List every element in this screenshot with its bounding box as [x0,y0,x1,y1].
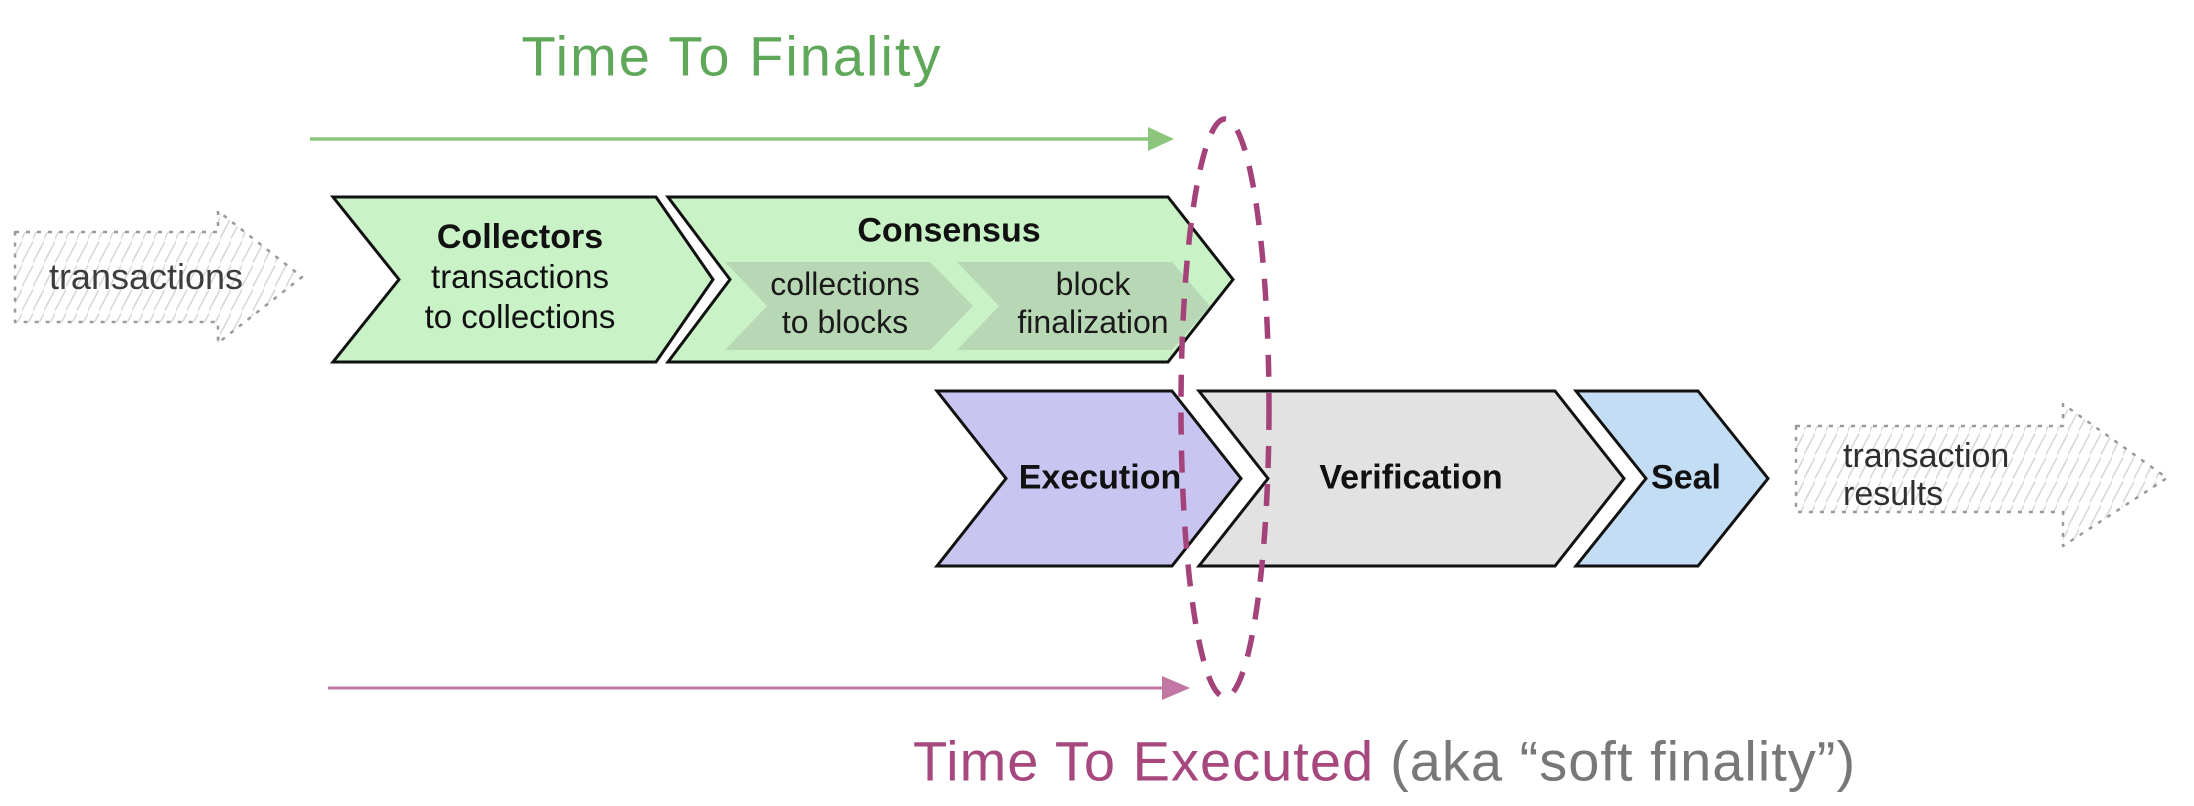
block-finalization-line2: finalization [1017,304,1169,340]
transactions-input-arrow [13,209,304,345]
block-finalization-line1: block [1055,266,1131,302]
soft-finality-note: (aka “soft finality”) [1390,729,1857,793]
collections-to-blocks-line1: collections [770,266,920,302]
collections-to-blocks-subchevron [725,262,973,350]
time-to-finality-arrowhead [1148,127,1174,151]
transaction-results-line2: results [1843,475,1944,513]
time-to-finality-title: Time To Finality [521,24,943,88]
transaction-results-label: transaction results [1843,437,2009,513]
collectors-chevron [329,195,715,364]
collectors-line2: to collections [424,298,616,335]
execution-label: Execution [1018,458,1182,497]
time-to-executed-arrowhead [1162,676,1190,700]
consensus-title: Consensus [857,211,1041,250]
collectors-title: Collectors [436,218,604,256]
collections-to-blocks-line2: to blocks [781,304,909,340]
verification-label: Verification [1319,458,1503,497]
collectors-text: Collectors transactions to collections [425,217,616,337]
soft-finality-ellipse [1178,116,1272,700]
seal-chevron [1572,389,1770,568]
block-finalization-subchevron [957,262,1210,350]
transactions-input-label: transactions [48,256,244,297]
verification-chevron [1195,389,1626,568]
seal-label: Seal [1651,458,1721,497]
transaction-results-line1: transaction [1843,437,2010,475]
execution-chevron [933,389,1243,568]
collections-to-blocks-text: collections to blocks [770,265,919,341]
time-to-executed-text: Time To Executed [913,729,1375,793]
time-to-executed-title: Time To Executed(aka “soft finality”) [913,729,1856,794]
block-finalization-text: block finalization [1017,265,1168,341]
transaction-results-output-arrow [1794,402,2169,548]
collectors-line1: transactions [431,258,609,295]
